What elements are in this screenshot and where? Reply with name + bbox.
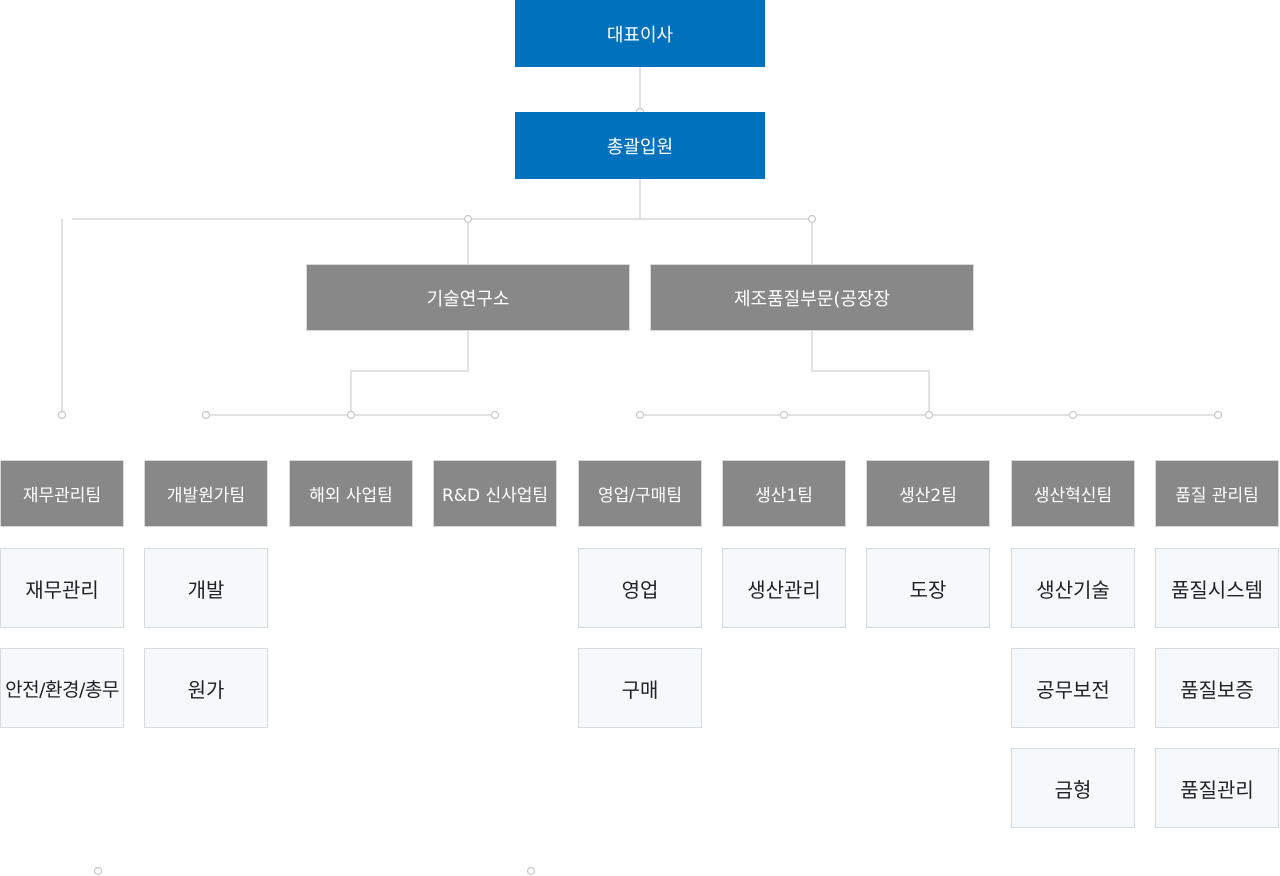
node-unit: 도장 [866, 548, 990, 628]
node-team: 생산2팀 [866, 460, 990, 527]
node-unit: 재무관리 [0, 548, 124, 628]
node-team: 품질 관리팀 [1155, 460, 1279, 527]
node-ceo: 대표이사 [515, 0, 765, 67]
node-unit: 영업 [578, 548, 702, 628]
node-team: 재무관리팀 [0, 460, 124, 527]
node-unit: 금형 [1011, 748, 1135, 828]
node-division-research: 기술연구소 [306, 264, 630, 331]
node-unit: 안전/환경/총무 [0, 648, 124, 728]
node-unit: 품질시스템 [1155, 548, 1279, 628]
node-unit: 품질관리 [1155, 748, 1279, 828]
node-division-manufacturing: 제조품질부문(공장장 [650, 264, 974, 331]
node-unit: 품질보증 [1155, 648, 1279, 728]
node-unit: 생산기술 [1011, 548, 1135, 628]
node-unit: 원가 [144, 648, 268, 728]
node-team: 개발원가팀 [144, 460, 268, 527]
node-executive: 총괄입원 [515, 112, 765, 179]
node-team: 생산1팀 [722, 460, 846, 527]
node-team: 해외 사업팀 [289, 460, 413, 527]
node-unit: 생산관리 [722, 548, 846, 628]
node-team: R&D 신사업팀 [433, 460, 557, 527]
node-unit: 구매 [578, 648, 702, 728]
node-team: 영업/구매팀 [578, 460, 702, 527]
node-unit: 개발 [144, 548, 268, 628]
node-team: 생산혁신팀 [1011, 460, 1135, 527]
node-unit: 공무보전 [1011, 648, 1135, 728]
